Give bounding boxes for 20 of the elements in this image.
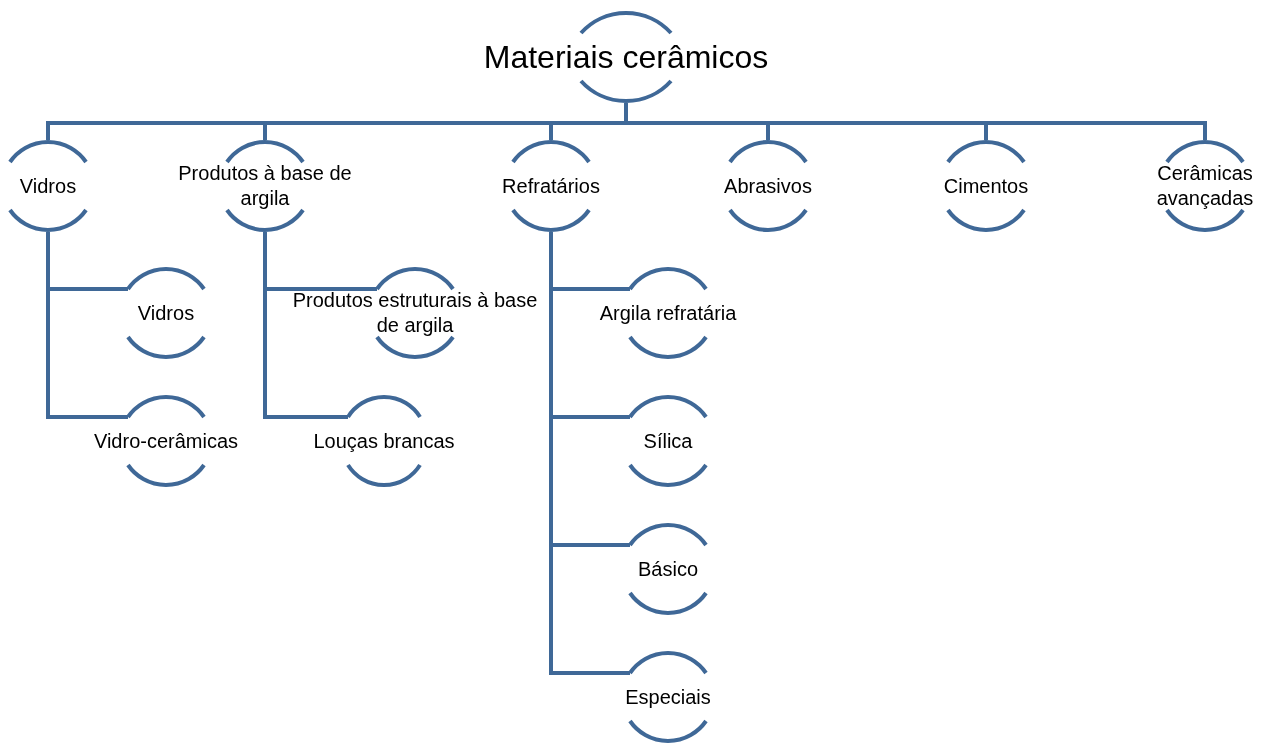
node-label: Produtos à base de argila xyxy=(177,161,353,211)
node-label: Vidros xyxy=(137,300,195,326)
node-label: Vidros xyxy=(19,173,77,199)
node-label: Básico xyxy=(638,556,698,582)
node-label: Argila refratária xyxy=(599,300,737,326)
node-label: Sílica xyxy=(643,428,693,454)
connector-line xyxy=(549,232,630,675)
node-label: Materiais cerâmicos xyxy=(483,38,769,77)
node-label: Louças brancas xyxy=(313,428,455,454)
node-label: Especiais xyxy=(625,684,711,710)
connector-line xyxy=(263,232,348,419)
node-label: Cimentos xyxy=(943,173,1029,199)
node-label: Abrasivos xyxy=(724,173,812,199)
connector-line xyxy=(624,103,1207,140)
node-label: Vidro-cerâmicas xyxy=(93,428,239,454)
connector-line xyxy=(46,232,128,419)
bracket-node xyxy=(6,140,90,232)
node-label: Refratários xyxy=(502,173,600,199)
node-label: Produtos estruturais à base de argila xyxy=(291,288,539,338)
node-label: Cerâmicas avançadas xyxy=(1155,161,1255,211)
